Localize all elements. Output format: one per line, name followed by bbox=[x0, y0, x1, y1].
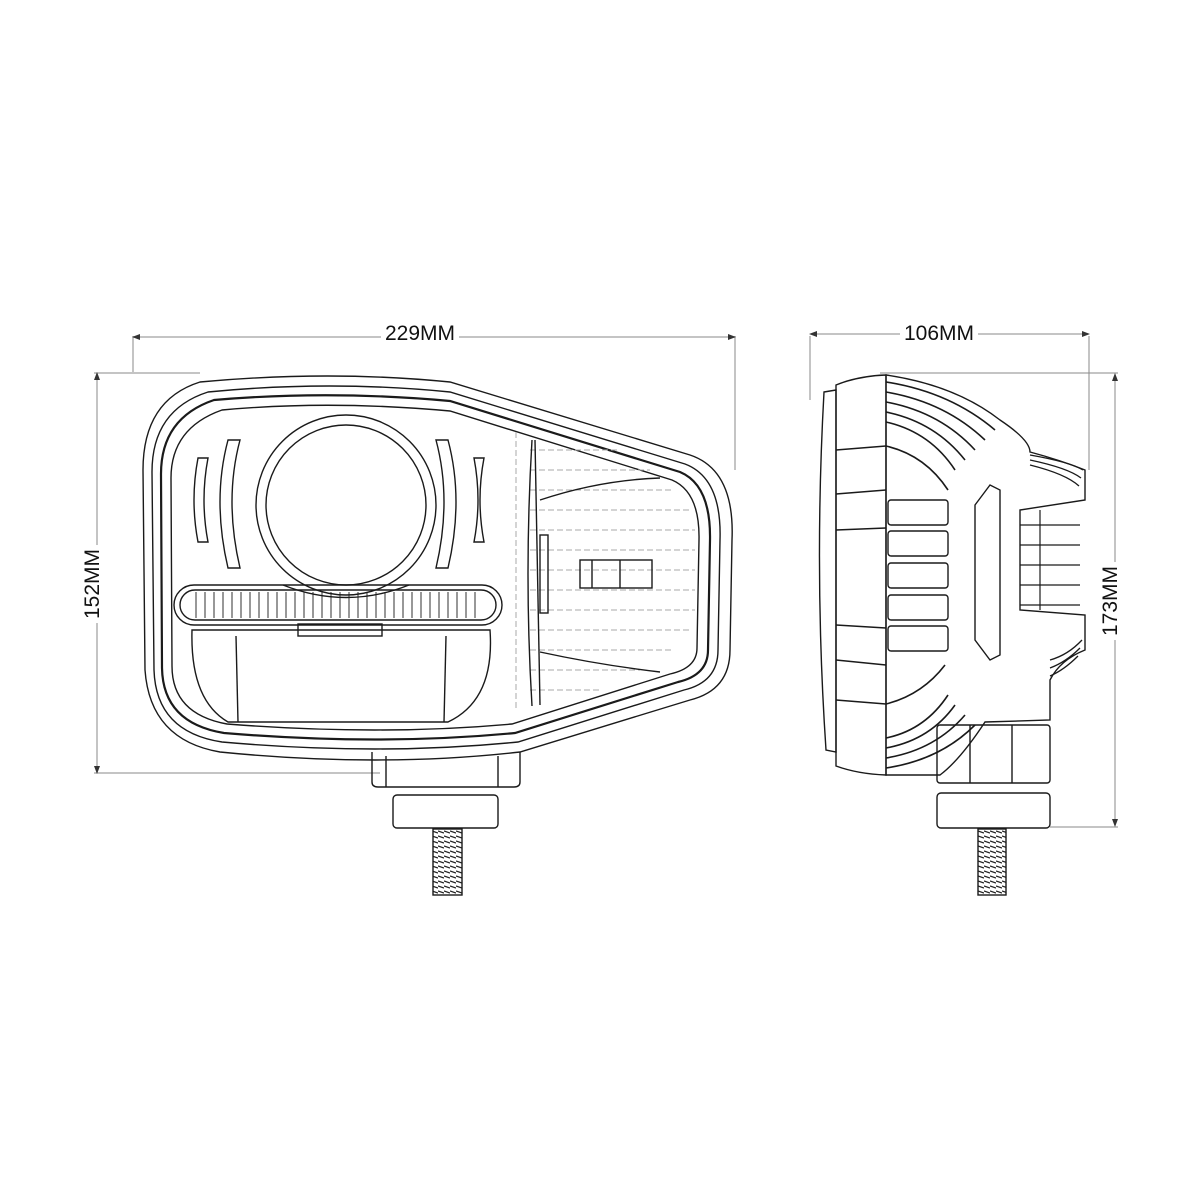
mount-bracket bbox=[936, 724, 1051, 784]
side-depth-label: 106MM bbox=[900, 323, 979, 345]
accent-slot bbox=[435, 439, 457, 569]
led-reflector bbox=[515, 432, 695, 708]
accent-slot bbox=[193, 457, 209, 543]
bezel bbox=[835, 374, 887, 776]
drl-bar bbox=[173, 584, 503, 626]
fin bbox=[887, 499, 949, 526]
fin bbox=[887, 625, 949, 652]
accent-slot bbox=[473, 457, 485, 543]
heatsink-body bbox=[885, 374, 1086, 776]
front-height-label: 152MM bbox=[81, 544, 105, 624]
fin bbox=[887, 530, 949, 557]
lens-face bbox=[818, 389, 837, 753]
fin bbox=[887, 562, 949, 589]
side-height-label: 173MM bbox=[1099, 561, 1123, 641]
lower-reflector bbox=[191, 629, 492, 723]
mount-bolt bbox=[977, 828, 1007, 896]
projector-lens-inner bbox=[265, 424, 427, 586]
projector-lens-outer bbox=[255, 414, 437, 596]
mount-bracket bbox=[371, 752, 521, 788]
housing-outline bbox=[142, 375, 733, 761]
side-view bbox=[818, 374, 1086, 896]
front-view bbox=[142, 375, 733, 896]
side-badge bbox=[974, 484, 1001, 661]
front-width-label: 229MM bbox=[381, 323, 460, 345]
led-module bbox=[579, 559, 653, 589]
mount-nut bbox=[392, 794, 499, 829]
fin bbox=[887, 594, 949, 621]
mount-bolt bbox=[432, 828, 463, 896]
accent-slot bbox=[219, 439, 241, 569]
mount-nut bbox=[936, 792, 1051, 829]
